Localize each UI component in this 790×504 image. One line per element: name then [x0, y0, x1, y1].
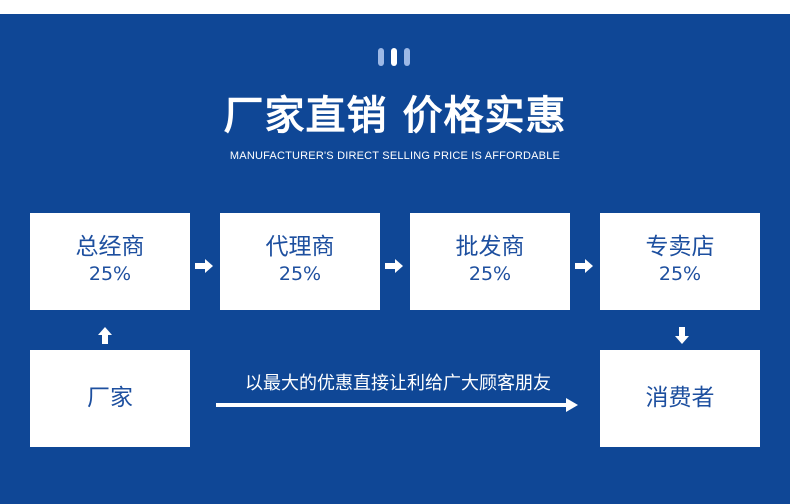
node-general-distributor: 总经商 25% — [30, 213, 190, 310]
node-name: 厂家 — [87, 385, 133, 411]
node-name: 专卖店 — [645, 234, 715, 260]
decorative-dots — [378, 48, 414, 66]
long-arrow-right-icon — [216, 397, 578, 416]
node-consumer: 消费者 — [600, 350, 760, 447]
page-title: 厂家直销 价格实惠 — [223, 93, 567, 139]
node-agent: 代理商 25% — [220, 213, 380, 310]
dot-center — [391, 48, 397, 66]
node-name: 批发商 — [455, 234, 525, 260]
arrow-right-icon — [385, 259, 403, 273]
node-name: 代理商 — [265, 234, 335, 260]
arrow-right-icon — [195, 259, 213, 273]
dot-left — [378, 48, 384, 66]
node-name: 总经商 — [75, 234, 145, 260]
arrow-right-icon — [575, 259, 593, 273]
arrow-down-icon — [675, 327, 689, 344]
node-margin: 25% — [88, 263, 132, 285]
node-retail-store: 专卖店 25% — [600, 213, 760, 310]
node-margin: 25% — [658, 263, 702, 285]
arrow-up-icon — [98, 327, 112, 344]
page-subtitle: MANUFACTURER'S DIRECT SELLING PRICE IS A… — [229, 150, 561, 162]
node-margin: 25% — [468, 263, 512, 285]
node-wholesaler: 批发商 25% — [410, 213, 570, 310]
direct-route-caption: 以最大的优惠直接让利给广大顾客朋友 — [245, 373, 551, 394]
node-margin: 25% — [278, 263, 322, 285]
node-factory: 厂家 — [30, 350, 190, 447]
node-name: 消费者 — [645, 385, 715, 411]
dot-right — [404, 48, 410, 66]
